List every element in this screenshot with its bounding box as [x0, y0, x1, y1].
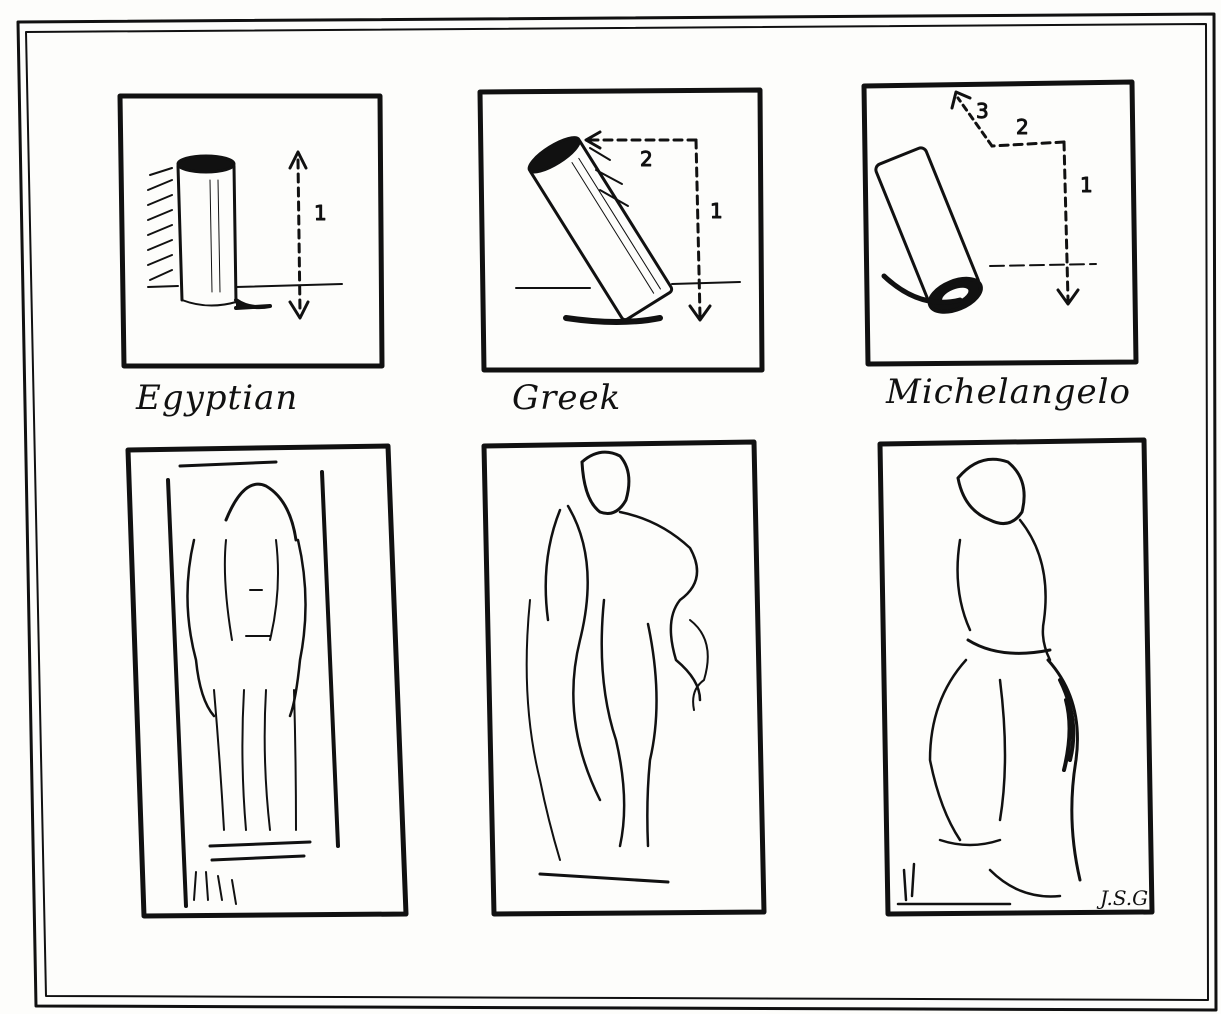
greek-number-1: 1	[710, 199, 723, 223]
panel-egyptian-cylinder	[120, 96, 382, 366]
panel-egyptian-figure	[128, 446, 406, 916]
panel-greek-figure	[484, 442, 764, 914]
label-egyptian: Egyptian	[136, 378, 298, 418]
michelangelo-number-2: 2	[1016, 115, 1029, 139]
michelangelo-number-1: 1	[1080, 173, 1093, 197]
signature: J.S.G	[1100, 886, 1148, 910]
label-michelangelo: Michelangelo	[886, 372, 1131, 412]
michelangelo-number-3: 3	[976, 99, 989, 123]
greek-number-2: 2	[640, 147, 653, 171]
panel-michelangelo-cylinder	[864, 82, 1136, 364]
panel-michelangelo-figure	[880, 440, 1152, 914]
panel-greek-cylinder	[480, 90, 762, 370]
egyptian-number-1: 1	[314, 201, 327, 225]
label-greek: Greek	[512, 378, 621, 418]
